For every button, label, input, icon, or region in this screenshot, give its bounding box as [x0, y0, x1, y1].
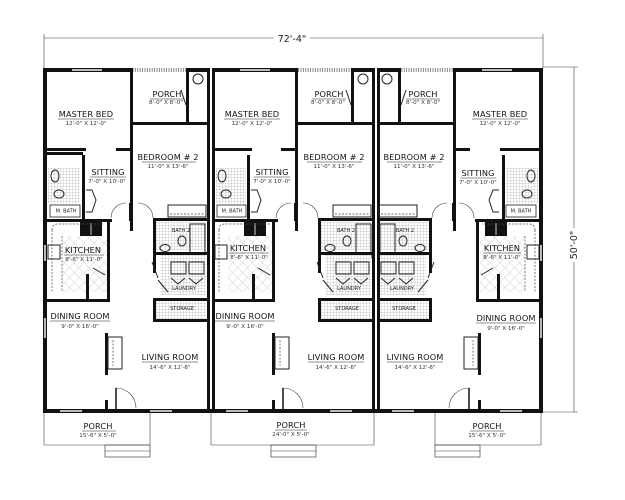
svg-text:11'-0" X 13'-6": 11'-0" X 13'-6" [148, 164, 189, 170]
svg-text:BEDROOM # 2: BEDROOM # 2 [383, 152, 444, 162]
room-front-porch: PORCH 24'-0" X 5'-0" [210, 413, 375, 458]
room-kitchen: KITCHEN 8'-6" X 11'-0" [64, 245, 104, 263]
room-label: M. BATH [56, 209, 77, 215]
room-sitting: SITTING 7'-0" X 10'-0" [253, 167, 291, 185]
svg-text:9'-0" X 16'-0": 9'-0" X 16'-0" [487, 326, 525, 332]
room-storage: STORAGE [170, 306, 194, 312]
svg-text:BEDROOM # 2: BEDROOM # 2 [303, 152, 364, 162]
svg-text:12'-0" X 12'-0": 12'-0" X 12'-0" [480, 121, 521, 127]
svg-text:8'-6" X 11'-0": 8'-6" X 11'-0" [65, 257, 103, 263]
room-dining: DINING ROOM 9'-0" X 16'-0" [476, 313, 536, 332]
svg-text:PORCH: PORCH [83, 421, 112, 431]
overall-width-label: 72'-4" [278, 34, 307, 45]
svg-text:8'-0" X 8'-0": 8'-0" X 8'-0" [406, 100, 440, 106]
room-kitchen: KITCHEN 8'-6" X 11'-0" [483, 243, 521, 261]
svg-text:SITTING: SITTING [91, 167, 124, 177]
room-back-porch: PORCH 8'-0" X 8'-0" [406, 89, 440, 106]
room-bath-2: BATH 2 [337, 228, 355, 234]
room-living: LIVING ROOM 14'-6" X 12'-6" [387, 352, 444, 371]
exterior-walls [43, 68, 543, 413]
svg-text:LIVING ROOM: LIVING ROOM [308, 352, 365, 362]
room-sitting: SITTING 7'-0" X 10'-0" [459, 168, 497, 186]
room-back-porch: PORCH 8'-0" X 8'-0" [149, 89, 184, 106]
svg-text:KITCHEN: KITCHEN [65, 245, 101, 255]
svg-text:DINING ROOM: DINING ROOM [476, 313, 535, 323]
room-label: M. BATH [222, 209, 243, 215]
back-porch-railings [133, 68, 454, 72]
svg-text:DINING ROOM: DINING ROOM [50, 311, 109, 321]
svg-text:MASTER BED: MASTER BED [473, 109, 527, 119]
room-master-bed: MASTER BED 12'-0" X 12'-0" [224, 109, 280, 127]
room-front-porch: PORCH 15'-6" X 5'-0" [43, 413, 151, 458]
room-dining: DINING ROOM 9'-0" X 16'-0" [50, 311, 110, 330]
svg-text:24'-0" X 5'-0": 24'-0" X 5'-0" [272, 432, 310, 438]
room-back-porch: PORCH 8'-0" X 8'-0" [311, 89, 346, 106]
svg-text:BEDROOM # 2: BEDROOM # 2 [137, 152, 198, 162]
unit-right: M. BATH [377, 68, 543, 458]
room-bedroom-2: BEDROOM # 2 11'-0" X 13'-6" [137, 152, 198, 170]
svg-text:15'-6" X 5'-0": 15'-6" X 5'-0" [79, 433, 117, 439]
room-dining: DINING ROOM 9'-0" X 16'-0" [215, 311, 275, 330]
room-laundry: LAUNDRY [172, 286, 197, 292]
room-living: LIVING ROOM 14'-6" X 12'-6" [142, 352, 199, 371]
room-laundry: LAUNDRY [337, 286, 362, 292]
svg-text:PORCH: PORCH [152, 89, 181, 99]
svg-text:7'-0" X 10'-0": 7'-0" X 10'-0" [459, 180, 497, 186]
room-front-porch: PORCH 15'-6" X 5'-0" [434, 413, 542, 458]
svg-text:KITCHEN: KITCHEN [230, 243, 266, 253]
room-living: LIVING ROOM 14'-6" X 12'-6" [308, 352, 365, 371]
svg-text:8'-0" X 8'-0": 8'-0" X 8'-0" [149, 100, 183, 106]
unit-middle: M. BATH [210, 68, 375, 458]
room-storage: STORAGE [335, 306, 359, 312]
room-sitting: SITTING 7'-0" X 10'-0" [88, 167, 126, 185]
svg-text:8'-6" X 11'-0": 8'-6" X 11'-0" [483, 255, 521, 261]
svg-text:PORCH: PORCH [276, 420, 305, 430]
svg-text:8'-0" X 8'-0": 8'-0" X 8'-0" [311, 100, 345, 106]
svg-text:11'-0" X 13'-6": 11'-0" X 13'-6" [314, 164, 355, 170]
svg-text:11'-0" X 13'-6": 11'-0" X 13'-6" [394, 164, 435, 170]
room-master-bed: MASTER BED 12'-0" X 12'-0" [472, 109, 528, 127]
svg-text:12'-0" X 12'-0": 12'-0" X 12'-0" [232, 121, 273, 127]
svg-text:9'-0" X 16'-0": 9'-0" X 16'-0" [226, 324, 264, 330]
svg-text:LIVING ROOM: LIVING ROOM [142, 352, 199, 362]
svg-text:14'-6" X 12'-6": 14'-6" X 12'-6" [316, 365, 357, 371]
svg-text:MASTER BED: MASTER BED [59, 109, 113, 119]
svg-text:14'-6" X 12'-6": 14'-6" X 12'-6" [150, 365, 191, 371]
room-bath-2: BATH 2 [172, 228, 190, 234]
svg-text:PORCH: PORCH [472, 421, 501, 431]
svg-text:15'-6" X 5'-0": 15'-6" X 5'-0" [468, 433, 506, 439]
room-label: M. BATH [511, 209, 532, 215]
svg-text:KITCHEN: KITCHEN [484, 243, 520, 253]
svg-text:9'-0" X 16'-0": 9'-0" X 16'-0" [61, 324, 99, 330]
svg-text:7'-0" X 10'-0": 7'-0" X 10'-0" [253, 179, 291, 185]
room-master-bed: MASTER BED 12'-0" X 12'-0" [58, 109, 114, 127]
svg-text:PORCH: PORCH [408, 89, 437, 99]
overall-width-dimension: 72'-4" [43, 31, 544, 68]
room-bath-2: BATH 2 [396, 228, 414, 234]
svg-text:12'-0" X 12'-0": 12'-0" X 12'-0" [66, 121, 107, 127]
overall-depth-dimension: 50'-0" [543, 66, 580, 413]
room-bedroom-2: BEDROOM # 2 11'-0" X 13'-6" [383, 152, 444, 170]
svg-text:SITTING: SITTING [461, 168, 494, 178]
unit-left: M. BATH [43, 68, 208, 458]
room-bedroom-2: BEDROOM # 2 11'-0" X 13'-6" [303, 152, 364, 170]
room-laundry: LAUNDRY [390, 286, 415, 292]
svg-text:7'-0" X 10'-0": 7'-0" X 10'-0" [88, 179, 126, 185]
svg-text:SITTING: SITTING [255, 167, 288, 177]
room-kitchen: KITCHEN 8'-6" X 11'-0" [229, 243, 269, 261]
overall-depth-label: 50'-0" [569, 231, 580, 260]
svg-text:8'-6" X 11'-0": 8'-6" X 11'-0" [230, 255, 268, 261]
svg-text:14'-6" X 12'-6": 14'-6" X 12'-6" [395, 365, 436, 371]
svg-text:MASTER BED: MASTER BED [225, 109, 279, 119]
svg-text:PORCH: PORCH [314, 89, 343, 99]
svg-text:LIVING ROOM: LIVING ROOM [387, 352, 444, 362]
svg-text:DINING ROOM: DINING ROOM [215, 311, 274, 321]
room-storage: STORAGE [392, 306, 416, 312]
